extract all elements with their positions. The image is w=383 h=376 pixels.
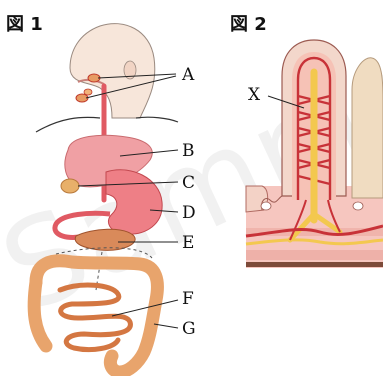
salivary-gland-mid	[84, 89, 92, 95]
small-intestine	[60, 285, 130, 350]
villus-right	[352, 58, 383, 198]
tissue-bottom-edge	[246, 262, 383, 267]
label-G: G	[182, 319, 196, 339]
stomach	[106, 170, 162, 234]
tissue-stripe-2	[246, 250, 383, 260]
label-A: A	[181, 65, 195, 85]
shoulders-line-right	[136, 117, 178, 122]
label-F: F	[182, 289, 194, 309]
shoulders-line	[36, 117, 100, 132]
villus-figure: X	[246, 40, 383, 268]
label-D: D	[182, 203, 196, 223]
leader-F	[112, 300, 178, 316]
crypt-bubble-1	[261, 202, 271, 210]
head-outline	[70, 24, 155, 118]
label-B: B	[182, 141, 195, 161]
label-C: C	[182, 173, 195, 193]
label-X: X	[248, 85, 261, 105]
gallbladder	[61, 179, 79, 193]
label-E: E	[182, 233, 194, 253]
pancreas	[75, 229, 135, 250]
ascending-colon	[34, 282, 46, 346]
crypt-bubble-2	[353, 202, 363, 210]
digestive-system-figure: A B C D E F G	[34, 24, 196, 372]
